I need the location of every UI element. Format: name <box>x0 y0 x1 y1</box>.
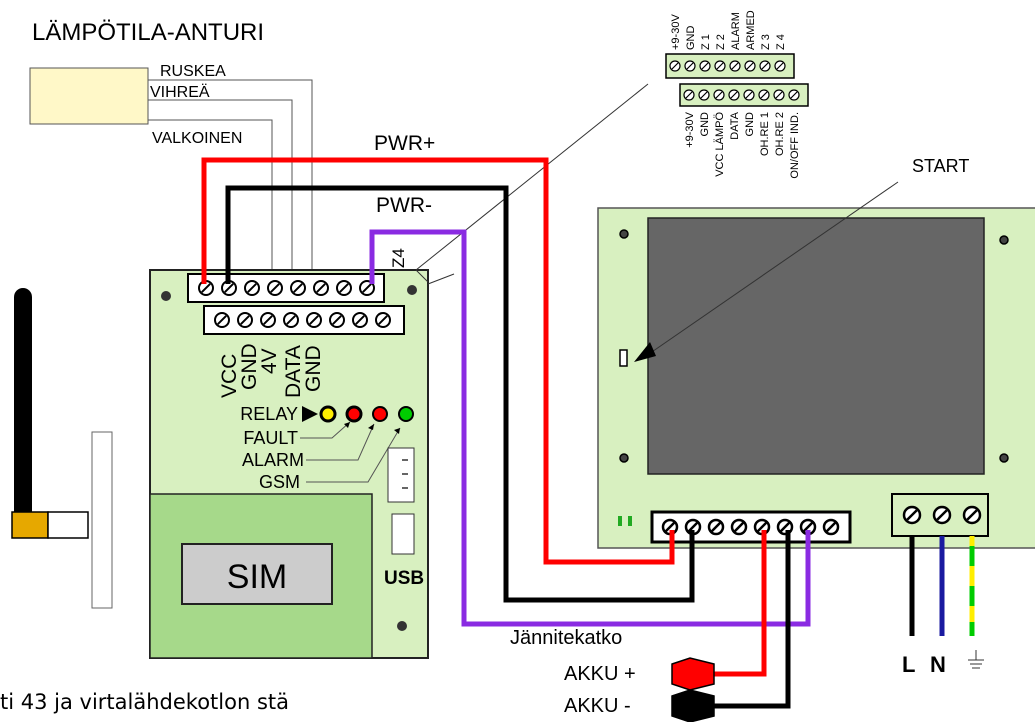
board-terminal-upper <box>187 273 385 303</box>
led-labels: RELAY FAULT ALARM GSM <box>240 404 304 492</box>
start-arrow-icon <box>634 342 656 362</box>
z4-wire <box>369 229 811 627</box>
display-panel <box>647 217 985 475</box>
wire-label-white: VALKOINEN <box>152 130 242 147</box>
pin-label-4v: 4V <box>258 348 281 374</box>
terminal-label: Z 3 <box>760 34 772 50</box>
mount-hole-icon <box>161 291 171 301</box>
led-leader-lines <box>300 421 401 483</box>
terminal-label: GND <box>685 26 697 51</box>
pwr-plus-wire <box>201 157 675 565</box>
controller-terminal <box>650 510 852 544</box>
pin-label-gnd2: GND <box>302 345 325 392</box>
z4-label: Z4 <box>389 248 408 268</box>
ground-symbol-icon <box>968 650 984 669</box>
sim-label: SIM <box>227 558 287 596</box>
terminal-label: Z 2 <box>715 34 727 50</box>
board-pin-labels: VCC GND 4V DATA GND <box>218 343 325 398</box>
mount-hole-icon <box>407 285 417 295</box>
wire-label-brown: RUSKEA <box>160 63 226 80</box>
led-fault <box>345 405 363 423</box>
led-label-alarm: ALARM <box>242 450 304 470</box>
terminal-label: Z 1 <box>700 34 712 50</box>
ext-terminal-lower-screws <box>683 89 800 101</box>
led-label-gsm: GSM <box>259 472 300 492</box>
akku-minus-clip-icon <box>671 689 715 723</box>
terminal-label: DATA <box>729 111 741 139</box>
header-connector <box>387 447 415 503</box>
terminal-label: VCC LÄMPÖ <box>714 112 726 177</box>
terminal-label: ALARM <box>730 12 742 50</box>
antenna <box>14 288 32 520</box>
ext-terminal-upper-screws <box>669 60 786 72</box>
mount-hole-icon <box>397 621 407 631</box>
pwr-minus-wire <box>225 185 695 603</box>
akku-plus-wire <box>714 530 767 677</box>
akku-plus-label: AKKU + <box>564 663 636 685</box>
start-button[interactable] <box>619 349 628 367</box>
led-label-relay: RELAY <box>240 404 298 424</box>
terminal-label: Z 4 <box>775 34 787 50</box>
wire-label-green: VIHREÄ <box>150 83 210 101</box>
led-relay <box>319 405 337 423</box>
pwr-minus-label: PWR- <box>376 194 432 217</box>
temperature-sensor <box>29 67 149 125</box>
pin-label-gnd: GND <box>238 343 261 390</box>
terminal-label: OH.RE 1 <box>759 112 771 156</box>
terminal-label: OH.RE 2 <box>774 112 786 156</box>
antenna-connector-body <box>47 511 89 539</box>
usb-label: USB <box>384 568 424 589</box>
relay-arrow-icon <box>302 406 318 422</box>
akku-plus-clip-icon <box>671 657 715 691</box>
terminal-label: +9-30V <box>684 111 696 147</box>
pin-label-data: DATA <box>282 345 305 398</box>
led-label-fault: FAULT <box>243 428 298 448</box>
mains-label-n: N <box>930 652 946 677</box>
akku-minus-wire <box>714 530 791 709</box>
diagram-title: LÄMPÖTILA-ANTURI <box>32 19 264 46</box>
terminal-label: ON/OFF IND. <box>789 112 801 179</box>
terminal-label: +9-30V <box>670 14 682 50</box>
start-label: START <box>912 156 969 176</box>
bottom-note: ti 43 ja virtalähdekotlon stä <box>0 690 289 714</box>
pwr-plus-label: PWR+ <box>374 132 435 155</box>
sim-card <box>181 543 333 605</box>
terminal-label: GND <box>699 112 711 137</box>
board-terminal-lower <box>203 305 405 335</box>
mains-label-l: L <box>902 652 915 677</box>
pin-label-vcc: VCC <box>218 354 241 398</box>
board-terminal-lower-screws <box>214 312 391 328</box>
terminal-label: ARMED <box>745 10 757 50</box>
terminal-label: GND <box>744 112 756 137</box>
usb-port <box>391 513 415 555</box>
side-bar <box>91 431 113 609</box>
sensor-wires <box>148 79 313 282</box>
led-alarm <box>372 406 388 422</box>
led-gsm <box>398 406 414 422</box>
akku-minus-label: AKKU - <box>564 695 631 717</box>
power-cut-label: Jännitekatko <box>510 627 622 649</box>
mains-terminal-screws <box>902 505 982 525</box>
antenna-connector <box>11 511 49 539</box>
